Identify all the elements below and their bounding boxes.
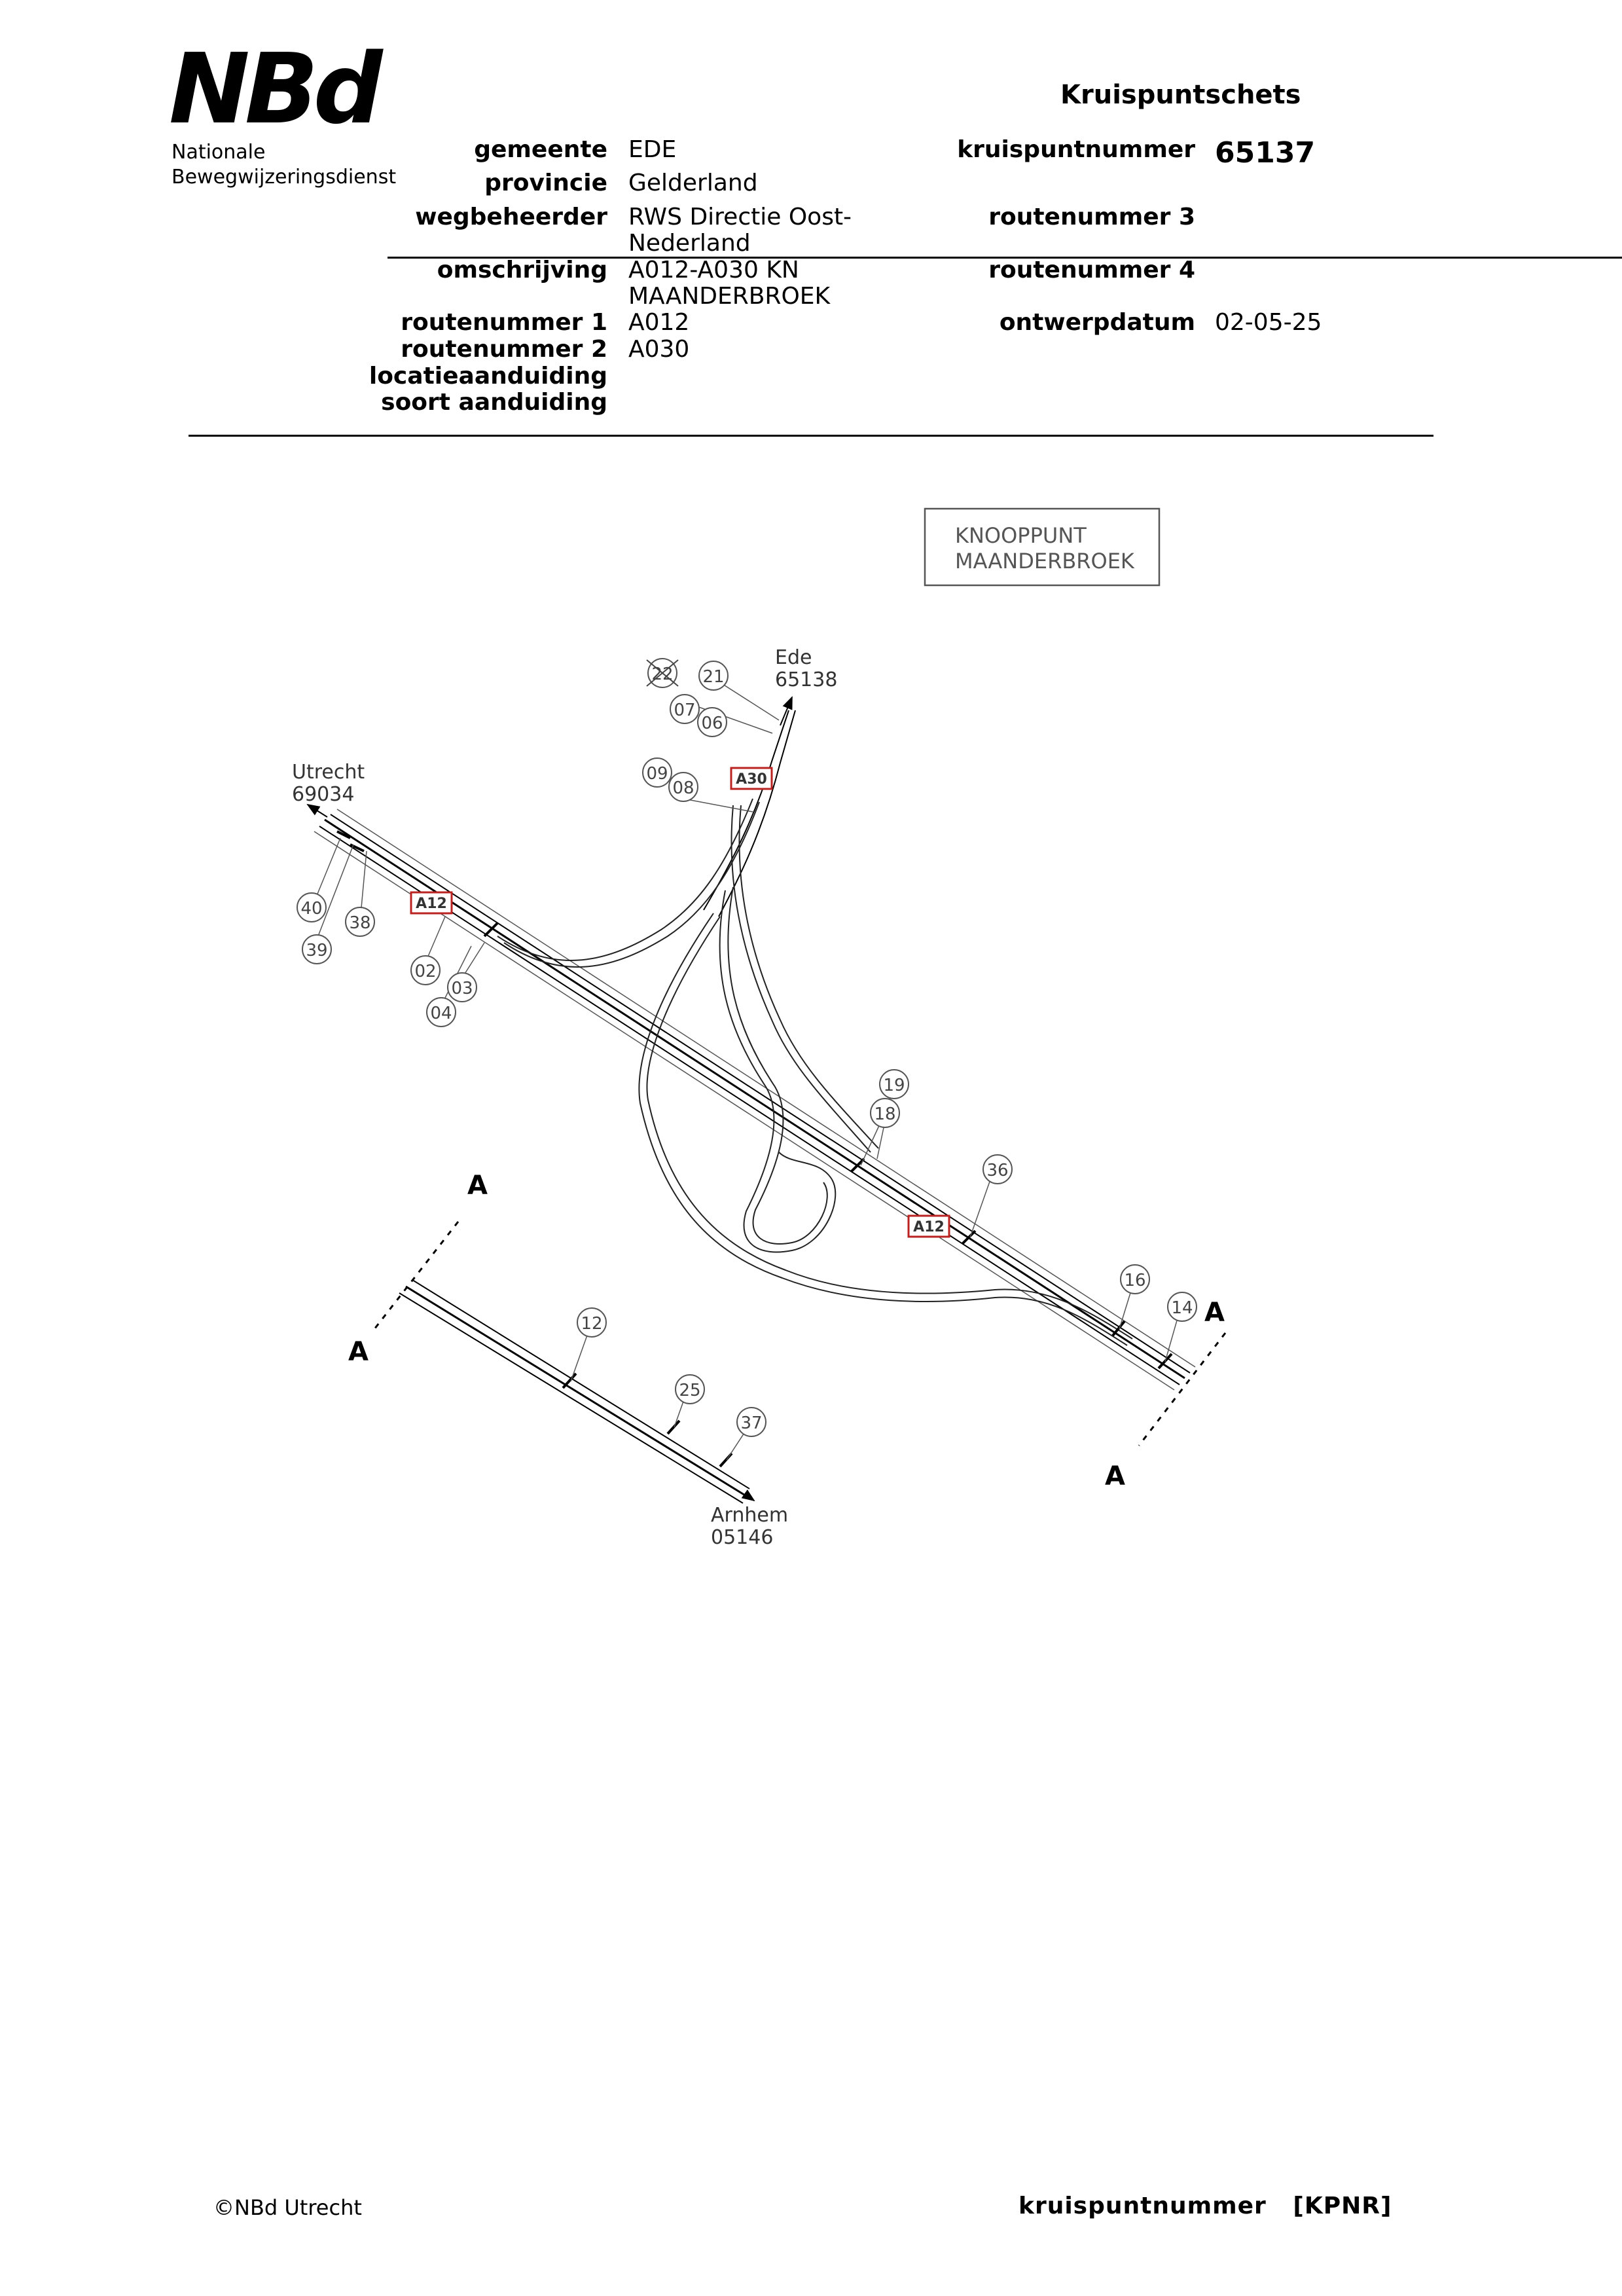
marker-39: 39 (302, 934, 332, 964)
section-mark-a-nw: A (467, 1171, 488, 1201)
svg-text:39: 39 (306, 941, 327, 960)
routenummer-4-label: routenummer 4 (988, 257, 1195, 283)
svg-text:A30: A30 (736, 771, 767, 788)
marker-19: 19 (879, 1069, 909, 1099)
marker-38: 38 (345, 907, 375, 937)
svg-text:19: 19 (883, 1076, 905, 1095)
section-lines (373, 1221, 1227, 1446)
svg-text:21: 21 (702, 667, 724, 687)
marker-04: 04 (426, 997, 456, 1027)
routenummer-2-label: routenummer 2 (401, 336, 607, 363)
footer-kpnr-value: [KPNR] (1293, 2193, 1392, 2219)
svg-text:09: 09 (646, 764, 668, 784)
destination-arnhem-name: Arnhem (711, 1504, 788, 1527)
marker-18: 18 (870, 1098, 900, 1128)
fields-bottom-rule (189, 435, 1433, 437)
ontwerpdatum-value: 02-05-25 (1215, 309, 1322, 336)
wegbeheerder-value-2: Nederland (628, 230, 751, 257)
svg-text:A12: A12 (416, 896, 447, 912)
destination-ede-code: 65138 (775, 668, 837, 691)
logo-line-2: Bewegwijzeringsdienst (171, 166, 397, 189)
svg-text:38: 38 (349, 913, 370, 933)
marker-40: 40 (297, 892, 327, 922)
soort-aanduiding-label: soort aanduiding (381, 389, 607, 416)
ontwerpdatum-label: ontwerpdatum (999, 309, 1195, 336)
destination-utrecht-name: Utrecht (292, 761, 365, 784)
destination-utrecht-code: 69034 (292, 783, 354, 806)
gantry-ticks (336, 830, 1173, 1468)
marker-09: 09 (642, 757, 672, 788)
marker-22: 22 (646, 658, 679, 688)
section-mark-a-sw: A (348, 1337, 369, 1367)
kruispuntnummer-value: 65137 (1215, 136, 1316, 170)
document-title: Kruispuntschets (1060, 80, 1301, 110)
svg-text:37: 37 (740, 1413, 762, 1433)
omschrijving-value-2: MAANDERBROEK (628, 283, 831, 310)
section-mark-a-ne: A (1204, 1298, 1225, 1328)
interchange-ramps (497, 798, 1133, 1346)
svg-text:12: 12 (581, 1314, 602, 1334)
svg-text:40: 40 (300, 899, 322, 919)
header-divider (387, 257, 1622, 259)
svg-text:07: 07 (674, 701, 695, 720)
routenummer-3-label: routenummer 3 (988, 204, 1195, 230)
svg-text:06: 06 (701, 714, 723, 733)
marker-03: 03 (447, 972, 477, 1002)
footer-kpnr: kruispuntnummer [KPNR] (1018, 2193, 1392, 2219)
arnhem-arrow (741, 1489, 755, 1502)
marker-leaders (313, 678, 1181, 1461)
marker-21: 21 (698, 661, 729, 691)
gemeente-value: EDE (628, 136, 677, 163)
ede-arrow (780, 696, 793, 726)
marker-02: 02 (410, 955, 441, 985)
section-mark-a-se: A (1105, 1461, 1125, 1491)
provincie-value: Gelderland (628, 170, 758, 196)
kruispuntnummer-label: kruispuntnummer (957, 136, 1195, 163)
marker-08: 08 (668, 772, 698, 802)
svg-text:04: 04 (430, 1004, 452, 1023)
shield-a12-east: A12 (907, 1214, 950, 1238)
marker-36: 36 (982, 1154, 1013, 1184)
marker-07: 07 (670, 694, 700, 724)
routenummer-1-label: routenummer 1 (401, 309, 607, 336)
utrecht-arrow (306, 803, 328, 818)
shield-a30: A30 (730, 767, 773, 790)
wegbeheerder-label: wegbeheerder (415, 204, 607, 230)
svg-text:A12: A12 (913, 1219, 945, 1235)
svg-text:03: 03 (451, 979, 473, 998)
svg-text:18: 18 (874, 1104, 895, 1124)
marker-06: 06 (697, 707, 727, 737)
svg-text:25: 25 (679, 1381, 700, 1400)
marker-16: 16 (1120, 1264, 1150, 1294)
destination-ede-name: Ede (775, 646, 812, 669)
nbd-logo: NBd (169, 33, 383, 145)
provincie-label: provincie (484, 170, 607, 196)
routenummer-1-value: A012 (628, 309, 690, 336)
svg-text:14: 14 (1171, 1298, 1193, 1318)
shield-a12-west: A12 (410, 891, 453, 915)
footer-kpnr-label: kruispuntnummer (1018, 2193, 1267, 2219)
routenummer-2-value: A030 (628, 336, 690, 363)
junction-name-line-1: KNOOPPUNT (955, 523, 1087, 548)
svg-text:02: 02 (414, 962, 436, 981)
omschrijving-label: omschrijving (437, 257, 607, 283)
svg-text:16: 16 (1124, 1271, 1145, 1290)
logo-line-1: Nationale (171, 141, 266, 164)
svg-text:08: 08 (672, 778, 694, 798)
wegbeheerder-value-1: RWS Directie Oost- (628, 204, 852, 230)
junction-name-line-2: MAANDERBROEK (955, 549, 1135, 574)
marker-12: 12 (577, 1307, 607, 1338)
footer-copyright: ©NBd Utrecht (213, 2195, 362, 2220)
locatieaanduiding-label: locatieaanduiding (369, 363, 607, 390)
marker-14: 14 (1167, 1292, 1197, 1322)
marker-25: 25 (675, 1374, 705, 1404)
omschrijving-value-1: A012-A030 KN (628, 257, 799, 283)
junction-name-box (924, 507, 1161, 587)
svg-text:36: 36 (986, 1161, 1008, 1180)
a12-detail-section (399, 1279, 755, 1504)
marker-37: 37 (736, 1407, 766, 1437)
destination-arnhem-code: 05146 (711, 1526, 773, 1549)
gemeente-label: gemeente (474, 136, 607, 163)
